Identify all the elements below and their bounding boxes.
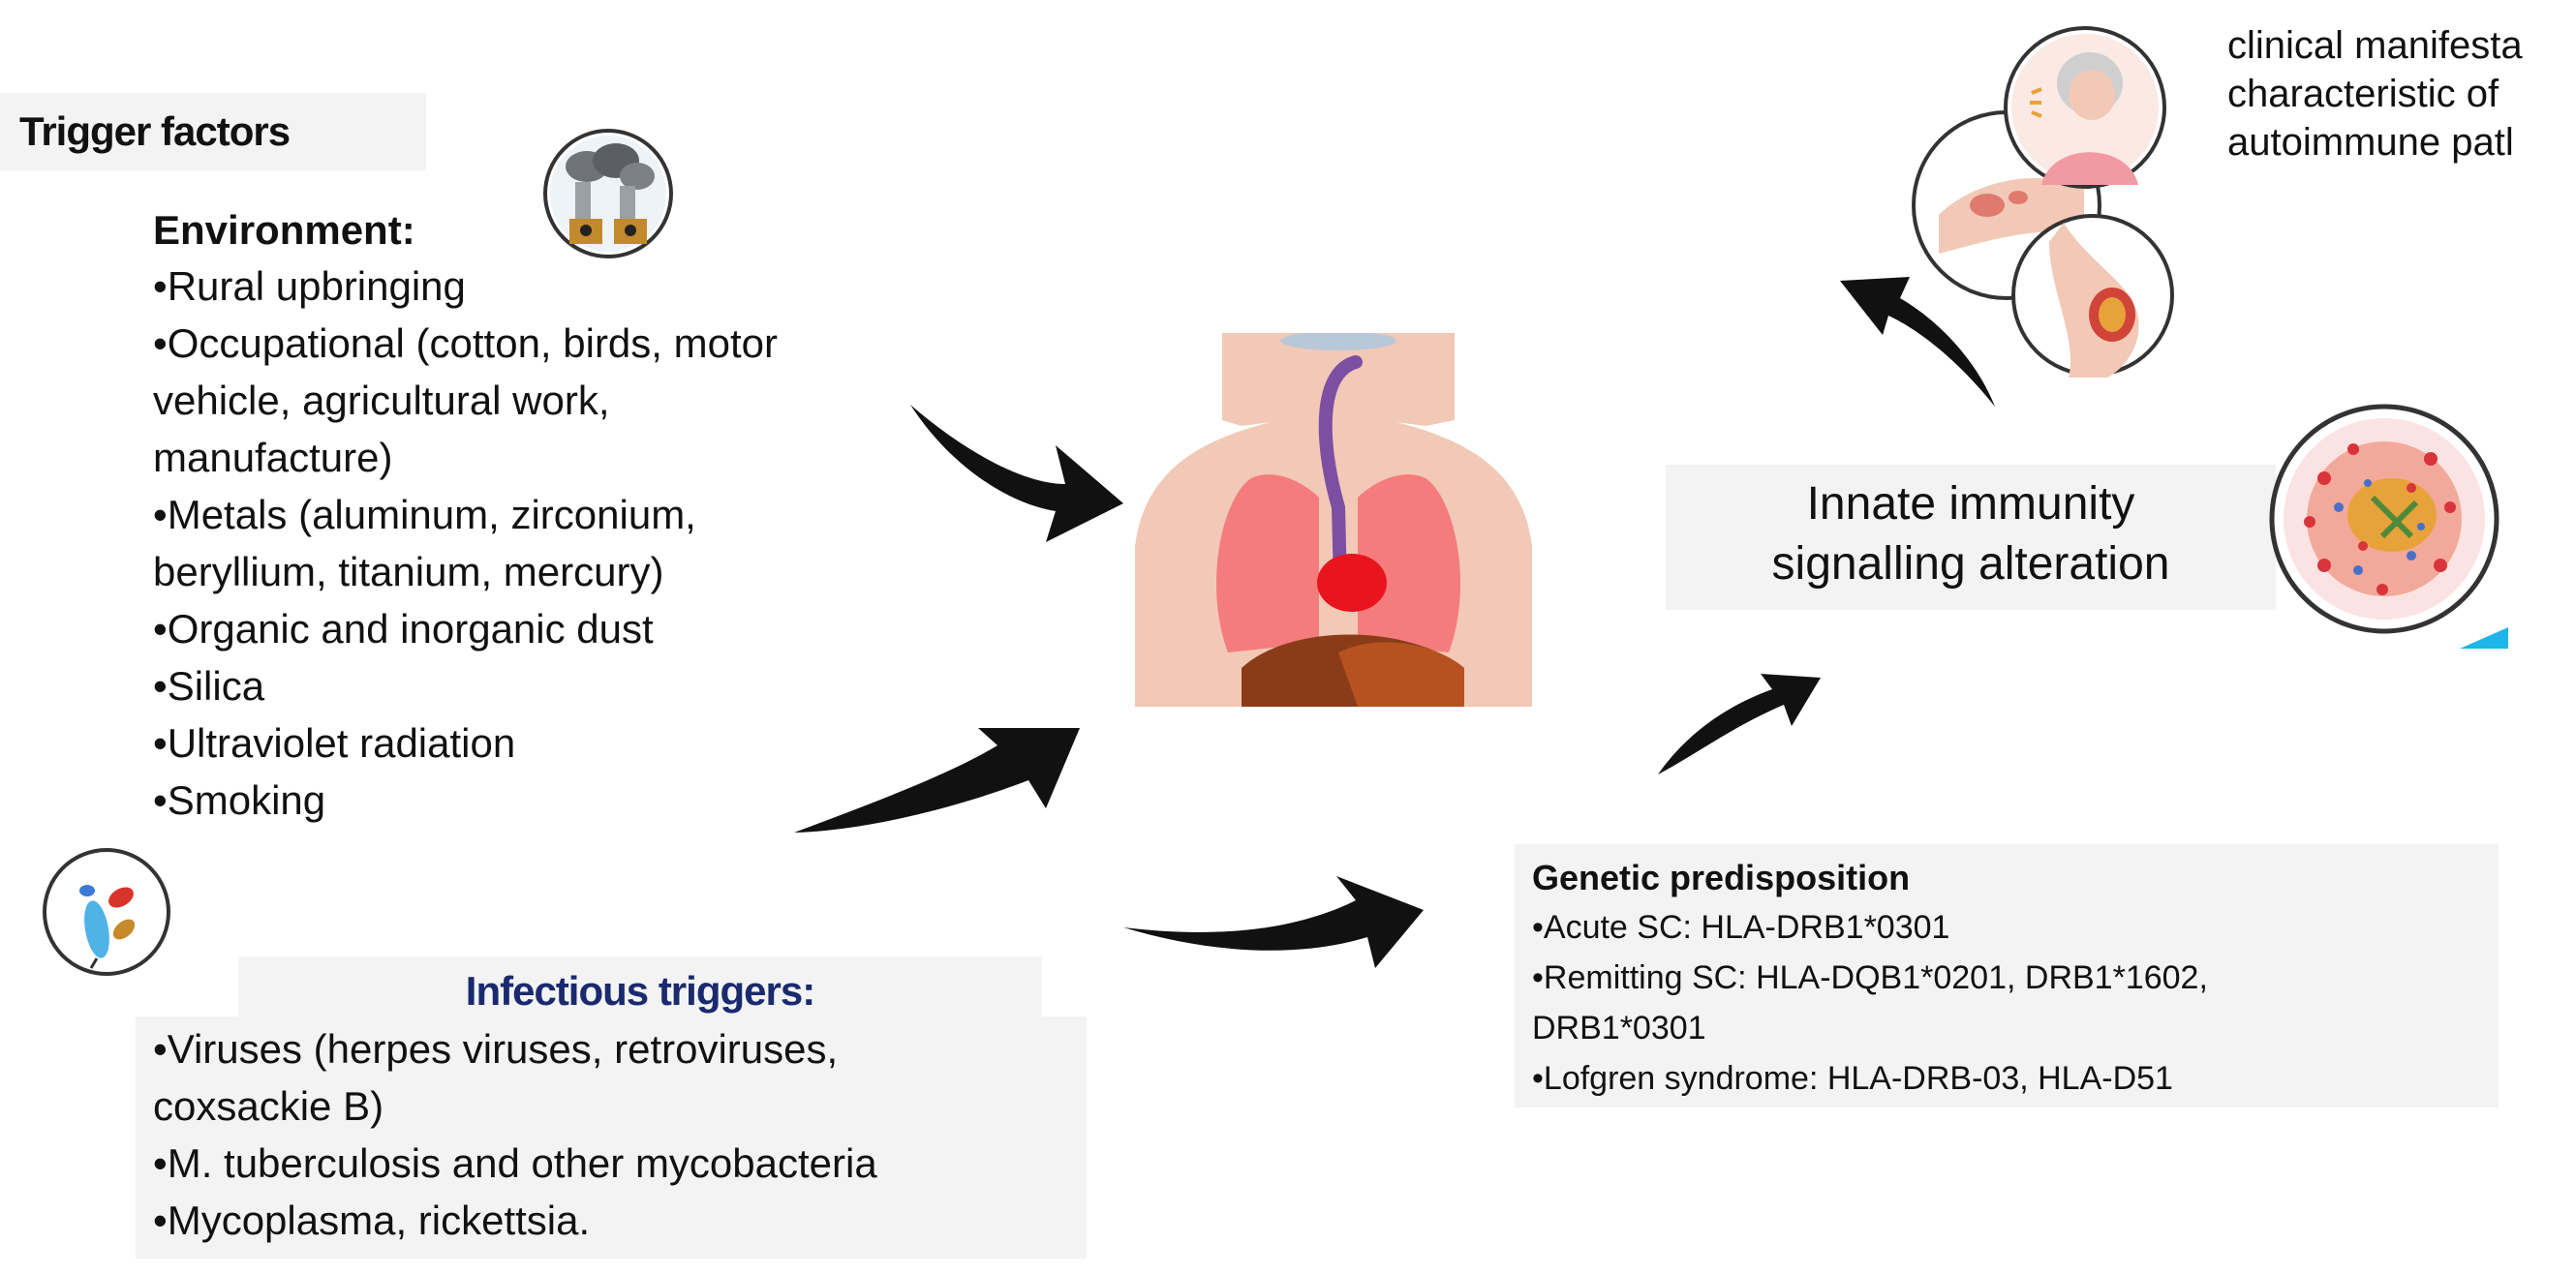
genetic-item: •Remitting SC: HLA-DQB1*0201, DRB1*1602,: [1532, 959, 2208, 996]
innate-line-2: signalling alteration: [1771, 538, 2170, 590]
corner-accent: [2460, 627, 2508, 649]
environment-item: •Smoking: [153, 777, 326, 823]
environment-item: vehicle, agricultural work,: [153, 378, 610, 423]
knee-joint-icon: [2010, 203, 2175, 387]
environment-item: •Occupational (cotton, birds, motor: [153, 320, 778, 366]
environment-item: manufacture): [153, 435, 393, 480]
patient-portrait-icon: [2003, 25, 2167, 190]
infectious-block: •Viruses (herpes viruses, retroviruses, …: [136, 1016, 1087, 1259]
infectious-item: •Mycoplasma, rickettsia.: [153, 1198, 591, 1243]
arrow-genetic-to-innate: [1658, 674, 1821, 774]
immune-cell-illustration: [2266, 401, 2502, 637]
factory-pollution-icon: [540, 126, 676, 261]
microbes-icon: [39, 844, 174, 980]
environment-item: beryllium, titanium, mercury): [153, 549, 664, 594]
infectious-heading: Infectious triggers:: [465, 968, 815, 1014]
environment-item: •Organic and inorganic dust: [153, 606, 654, 652]
genetic-block: Genetic predisposition •Acute SC: HLA-DR…: [1515, 844, 2499, 1107]
clinical-line: clinical manifesta: [2227, 24, 2523, 67]
genetic-item: •Acute SC: HLA-DRB1*0301: [1532, 909, 1950, 946]
environment-item: •Silica: [153, 663, 265, 709]
environment-heading: Environment:: [153, 207, 415, 253]
infectious-item: coxsackie B): [153, 1083, 384, 1129]
trigger-title-box: Trigger factors: [0, 93, 426, 170]
genetic-item: •Lofgren syndrome: HLA-DRB-03, HLA-D51: [1532, 1060, 2173, 1097]
arrow-infectious-to-genetic: [1123, 876, 1424, 968]
clinical-text: clinical manifesta characteristic of aut…: [2227, 21, 2576, 167]
clinical-line: autoimmune patl: [2227, 121, 2514, 164]
infectious-item: •Viruses (herpes viruses, retroviruses,: [153, 1026, 839, 1072]
environment-item: •Ultraviolet radiation: [153, 720, 516, 766]
trigger-title: Trigger factors: [19, 108, 291, 154]
infectious-item: •M. tuberculosis and other mycobacteria: [153, 1140, 877, 1186]
infectious-title-box: Infectious triggers:: [238, 956, 1042, 1026]
innate-line-1: Innate immunity: [1806, 478, 2135, 530]
genetic-heading: Genetic predisposition: [1532, 858, 1911, 897]
human-torso-illustration: [1135, 333, 1542, 707]
environment-item: •Rural upbringing: [153, 263, 466, 309]
clinical-line: characteristic of: [2227, 73, 2499, 115]
environment-item: •Metals (aluminum, zirconium,: [153, 492, 696, 537]
genetic-item: DRB1*0301: [1532, 1010, 1706, 1046]
environment-block: Environment: •Rural upbringing •Occupati…: [153, 203, 947, 829]
innate-immunity-box: Innate immunity signalling alteration: [1666, 465, 2276, 610]
